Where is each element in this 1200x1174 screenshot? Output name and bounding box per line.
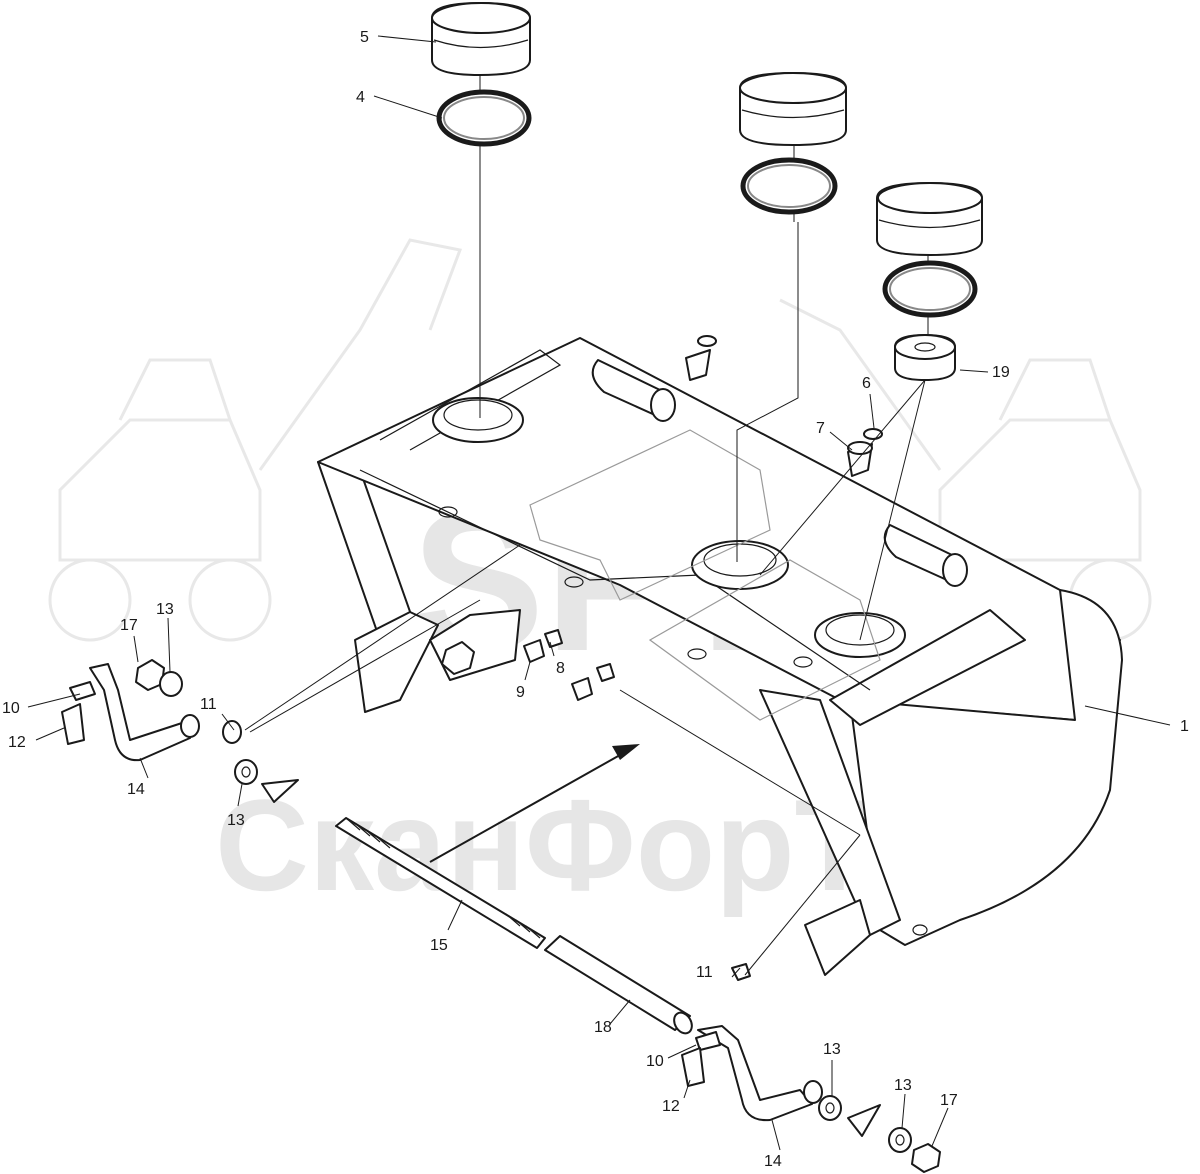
left-pedal-assembly	[61, 659, 299, 803]
tube-18	[544, 935, 693, 1035]
cap-5	[431, 2, 531, 76]
assembly-direction-arrow-icon	[429, 744, 640, 863]
label-9: 9	[516, 684, 525, 701]
threaded-rod-15	[335, 817, 546, 949]
main-frame	[317, 337, 1123, 976]
o-ring-4	[436, 89, 532, 147]
label-5: 5	[360, 29, 369, 46]
label-12-right: 12	[662, 1098, 680, 1115]
label-10-left: 10	[2, 700, 20, 717]
label-13-right-b: 13	[894, 1077, 912, 1094]
cap-middle	[739, 72, 847, 146]
label-11-left: 11	[200, 696, 217, 713]
label-15: 15	[430, 937, 448, 954]
label-13-right-a: 13	[823, 1041, 841, 1058]
pin-top	[685, 335, 717, 381]
cap-right	[876, 182, 983, 256]
label-19: 19	[992, 364, 1010, 381]
o-ring-middle	[740, 157, 838, 215]
label-10-right: 10	[646, 1053, 664, 1070]
label-8: 8	[556, 660, 565, 677]
label-17-right: 17	[940, 1092, 958, 1109]
label-7: 7	[816, 420, 825, 437]
right-pedal-assembly	[681, 963, 941, 1173]
o-ring-right	[882, 260, 978, 318]
label-13-left-bottom: 13	[227, 812, 245, 829]
callout-labels: 1 4 5 6 7 8 9 10 10 11 11 12 12 13 13 13…	[2, 29, 1189, 1170]
label-18: 18	[594, 1019, 612, 1036]
assembly-guide-lines	[244, 75, 929, 976]
label-4: 4	[356, 89, 365, 106]
label-12-left: 12	[8, 734, 26, 751]
callout-leaders	[27, 35, 1171, 1151]
label-14-left: 14	[127, 781, 145, 798]
bushing-19	[894, 334, 956, 381]
label-6: 6	[862, 375, 871, 392]
label-13-left-top: 13	[156, 601, 174, 618]
label-14-right: 14	[764, 1153, 782, 1170]
plugs-8-9	[523, 629, 615, 701]
label-17-left: 17	[120, 617, 138, 634]
label-1: 1	[1180, 718, 1189, 735]
label-11-right: 11	[696, 964, 713, 981]
